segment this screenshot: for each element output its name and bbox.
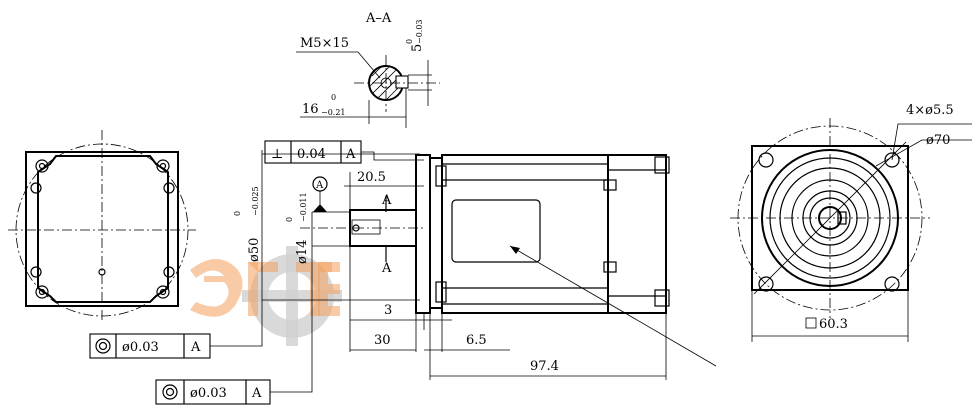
dim-6-5: 6.5 (466, 333, 487, 348)
pilot-diameter-upper: 0 (233, 211, 242, 216)
front-view: 4×ø5.5 ø70 60.3 (730, 103, 972, 342)
keyway-width-dim: 5 (410, 44, 425, 52)
flange-square (751, 145, 909, 291)
shaft-length-dim: 20.5 (357, 170, 386, 185)
section-label: A–A (365, 11, 392, 26)
rear-view (8, 130, 196, 320)
side-view: ⊥ 0.04 A A (89, 140, 717, 405)
key-depth-lower: −0.21 (321, 108, 346, 117)
keyway-width-upper: 0 (405, 39, 414, 44)
concentricity-frame-2: ø0.03 A (155, 246, 313, 405)
shaft-diameter-dim: ø14 (295, 240, 310, 264)
section-mark-top: A (381, 193, 392, 208)
dim-97-4: 97.4 (530, 359, 559, 374)
dim-30: 30 (374, 333, 391, 348)
shaft-diameter-lower: −0.011 (299, 192, 308, 222)
keyway-width-lower: −0.03 (415, 19, 424, 44)
dim-3: 3 (384, 303, 392, 318)
flange-holes (758, 152, 900, 292)
concentricity-1-tolerance: ø0.03 (122, 340, 159, 355)
datum-a-marker: A (312, 176, 350, 213)
bolt-circle-callout: ø70 (926, 133, 950, 148)
perpendicularity-symbol: ⊥ (271, 147, 283, 162)
watermark-logo (190, 246, 342, 346)
perpendicularity-tolerance: 0.04 (297, 147, 326, 162)
pilot-diameter-lower: −0.025 (251, 186, 260, 216)
thread-callout: M5×15 (300, 36, 349, 51)
shaft-diameter-upper: 0 (285, 217, 294, 222)
concentricity-frame-1: ø0.03 A (89, 300, 263, 359)
rear-housing (25, 151, 179, 307)
datum-a-label: A (315, 180, 324, 191)
motor-body (441, 154, 609, 314)
section-mark-bottom: A (381, 261, 392, 276)
concentricity-2-tolerance: ø0.03 (190, 386, 227, 401)
concentricity-1-datum: A (190, 340, 201, 355)
pilot-diameter-dim: ø50 (247, 238, 262, 262)
keyway (395, 75, 409, 89)
holes-callout: 4×ø5.5 (906, 103, 954, 118)
section-view-a-a: A–A M5×15 5 0 −0.03 16 0 −0.21 (296, 11, 440, 128)
key-depth-upper: 0 (331, 93, 336, 102)
rear-corner-holes (30, 159, 175, 299)
perpendicularity-frame: ⊥ 0.04 A (264, 140, 424, 164)
flange-square-dim: 60.3 (819, 317, 848, 332)
perpendicularity-datum: A (345, 147, 356, 162)
key-depth-dim: 16 (302, 102, 319, 117)
concentricity-2-datum: A (251, 386, 262, 401)
